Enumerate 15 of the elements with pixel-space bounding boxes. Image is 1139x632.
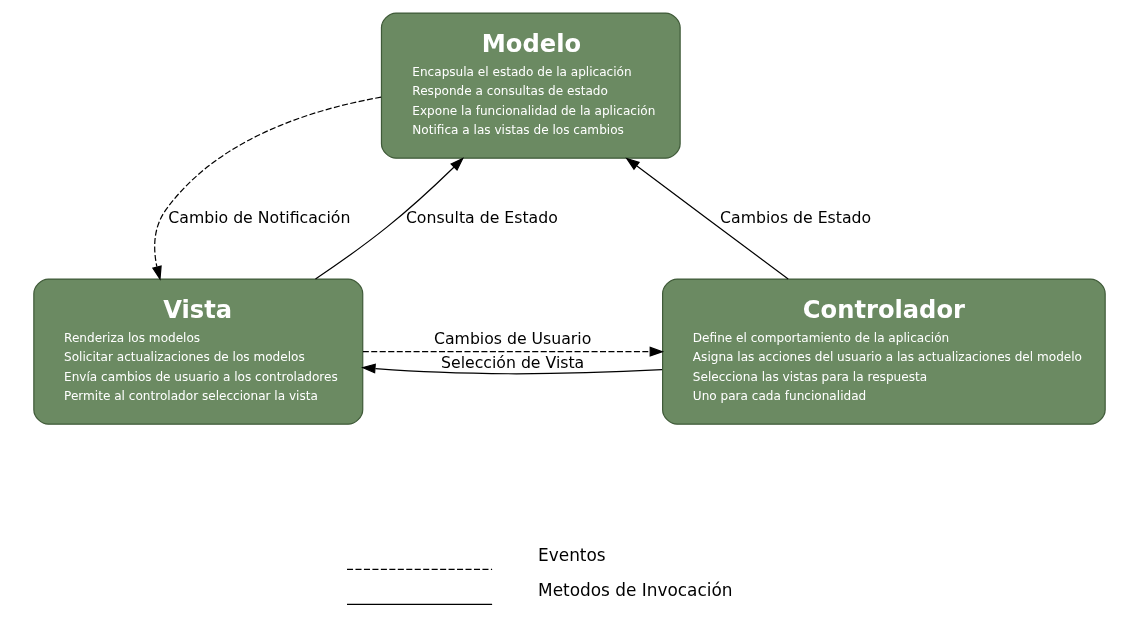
edge-label: Consulta de Estado xyxy=(405,207,558,227)
edge-label: Cambios de Estado xyxy=(720,207,872,227)
node-box: Vista Renderiza los modelos Solicitar actualizaciones de los modelos Envía cambios de usuario a los controladores Permite al controlador seleccionar la vista xyxy=(33,278,364,425)
edge-label: Cambios de Usuario xyxy=(434,328,592,348)
legend-label: Metodos de Invocación xyxy=(538,580,733,601)
node-box: Controlador Define el comportamiento de la aplicación Asigna las acciones del usuario a las actualizaciones del modelo Selecciona las vistas para la respuesta Uno para cada funcionalidad xyxy=(662,278,1106,425)
arrow xyxy=(361,363,663,375)
legend-label: Eventos xyxy=(538,545,606,566)
arrow xyxy=(314,157,464,280)
edge-label: Selección de Vista xyxy=(441,352,585,372)
edge-label: Cambio de Notificación xyxy=(168,207,351,227)
node-box: Modelo Encapsula el estado de la aplicación Responde a consultas de estado Expone la funcionalidad de la aplicación Notifica a las vistas de los cambios xyxy=(380,12,681,159)
arrow xyxy=(151,96,382,281)
arrow xyxy=(625,157,789,280)
arrow xyxy=(362,346,665,357)
